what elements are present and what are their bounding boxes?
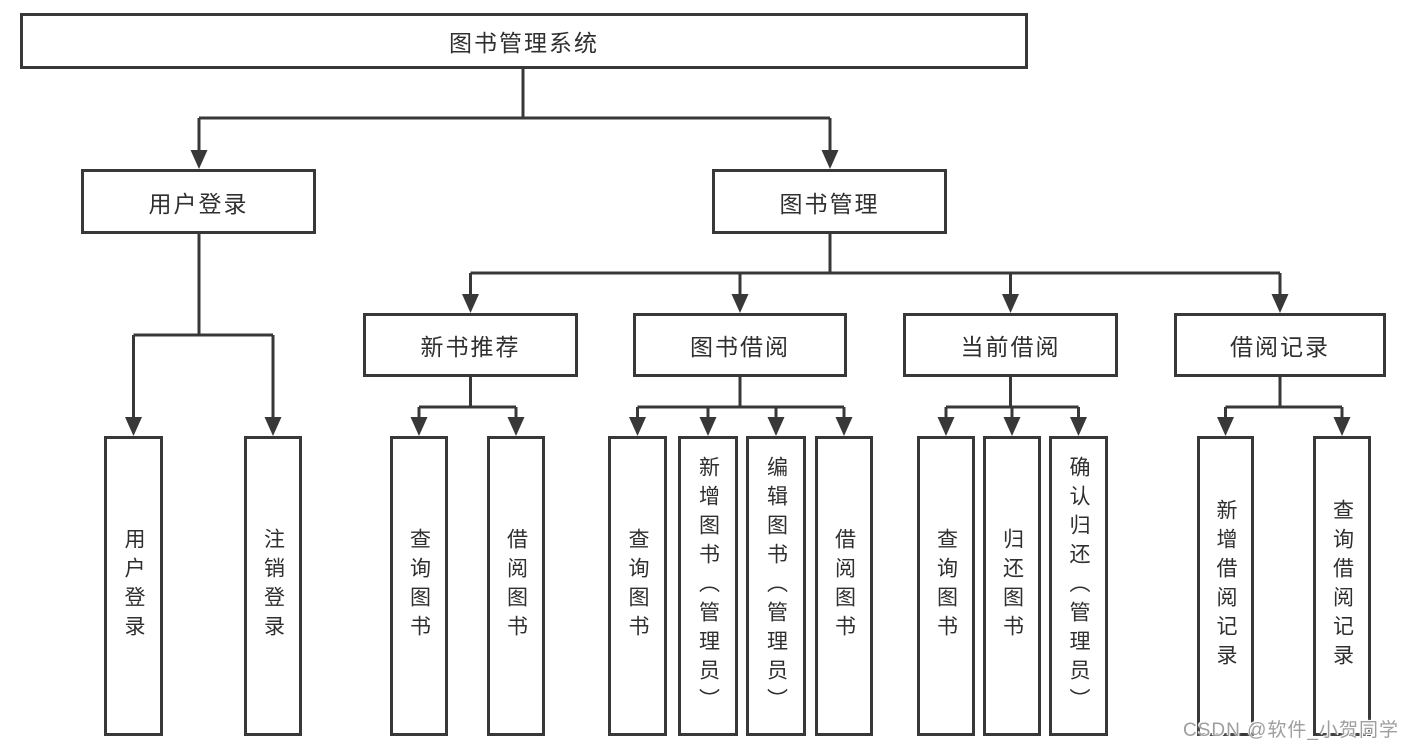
node-book-borrowing: 图书借阅 xyxy=(633,313,847,377)
node-root: 图书管理系统 xyxy=(20,13,1028,69)
leaf-borrow-books-borrow-label: 借阅图书 xyxy=(832,528,856,644)
leaf-confirm-return-admin-label: 确认归还（管理员） xyxy=(1067,455,1090,717)
leaf-logout-label: 注销登录 xyxy=(261,528,285,644)
leaf-query-books-current: 查询图书 xyxy=(917,436,975,736)
node-new-book-recommendation-label: 新书推荐 xyxy=(420,334,521,360)
leaf-edit-books-admin: 编辑图书（管理员） xyxy=(746,436,806,736)
node-borrowing-records: 借阅记录 xyxy=(1174,313,1386,377)
leaf-user-login-label: 用户登录 xyxy=(122,528,145,644)
leaf-return-books: 归还图书 xyxy=(983,436,1041,736)
node-root-label: 图书管理系统 xyxy=(449,30,599,56)
leaf-query-books-recommend-label: 查询图书 xyxy=(407,528,431,644)
leaf-query-books-recommend: 查询图书 xyxy=(390,436,448,736)
leaf-add-borrow-record: 新增借阅记录 xyxy=(1197,436,1254,736)
node-book-borrowing-label: 图书借阅 xyxy=(690,334,790,360)
leaf-return-books-label: 归还图书 xyxy=(1000,528,1024,644)
node-book-management: 图书管理 xyxy=(712,169,947,234)
node-current-borrowing-label: 当前借阅 xyxy=(960,334,1061,360)
node-current-borrowing: 当前借阅 xyxy=(903,313,1118,377)
leaf-query-books-borrow-label: 查询图书 xyxy=(626,528,649,644)
leaf-edit-books-admin-label: 编辑图书（管理员） xyxy=(764,455,788,717)
leaf-borrow-books-borrow: 借阅图书 xyxy=(815,436,873,736)
leaf-query-borrow-record: 查询借阅记录 xyxy=(1313,436,1371,736)
watermark-text: CSDN @软件_小贺同学 xyxy=(1183,720,1399,741)
node-user-login: 用户登录 xyxy=(81,169,316,234)
node-book-management-label: 图书管理 xyxy=(779,190,880,217)
node-borrowing-records-label: 借阅记录 xyxy=(1230,334,1330,360)
leaf-add-books-admin-label: 新增图书（管理员） xyxy=(696,455,720,717)
leaf-query-books-current-label: 查询图书 xyxy=(934,528,958,644)
node-new-book-recommendation: 新书推荐 xyxy=(363,313,578,377)
leaf-borrow-books-recommend: 借阅图书 xyxy=(487,436,545,736)
leaf-confirm-return-admin: 确认归还（管理员） xyxy=(1049,436,1108,736)
leaf-add-books-admin: 新增图书（管理员） xyxy=(678,436,738,736)
leaf-borrow-books-recommend-label: 借阅图书 xyxy=(504,528,528,644)
leaf-query-books-borrow: 查询图书 xyxy=(608,436,667,736)
leaf-user-login: 用户登录 xyxy=(104,436,163,736)
node-user-login-label: 用户登录 xyxy=(148,190,249,217)
leaf-logout: 注销登录 xyxy=(244,436,302,736)
leaf-add-borrow-record-label: 新增借阅记录 xyxy=(1214,499,1237,673)
leaf-query-borrow-record-label: 查询借阅记录 xyxy=(1330,499,1354,673)
